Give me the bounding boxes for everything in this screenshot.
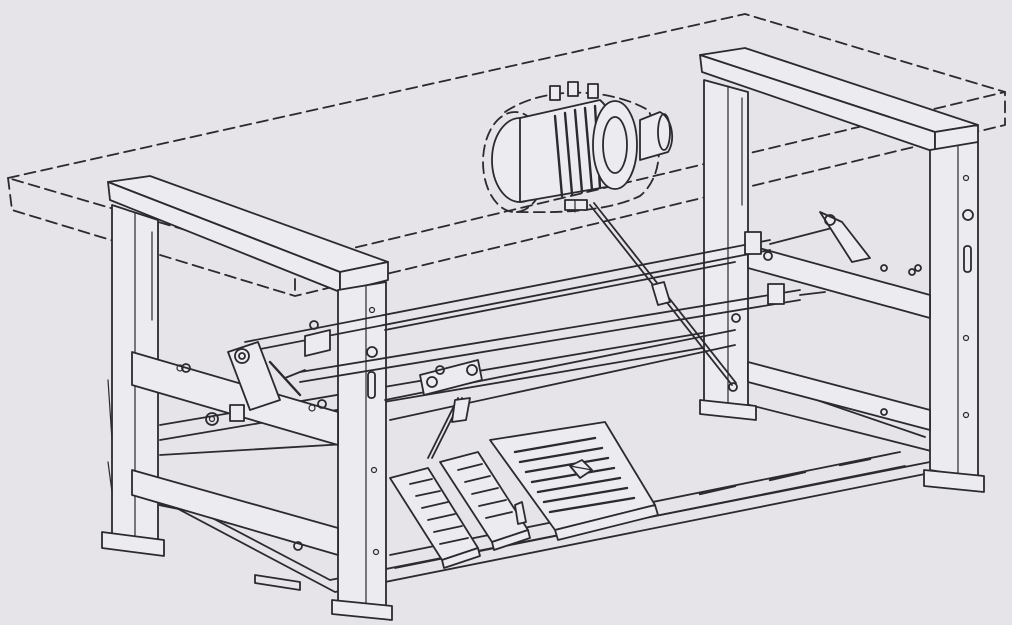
- drive-rod-upper: [244, 211, 871, 353]
- link-rod: [589, 202, 738, 392]
- clutch-motor: [482, 81, 674, 214]
- right-leg-frame: [699, 47, 985, 493]
- knee-lifter-linkage: [419, 359, 483, 459]
- knee-lifter-pedal: [389, 467, 481, 569]
- linkage-left: [176, 320, 331, 412]
- drive-rod-lower: [299, 261, 826, 421]
- treadle-pedal: [439, 451, 531, 551]
- foot-pads: [181, 251, 922, 551]
- main-pedal: [489, 421, 659, 541]
